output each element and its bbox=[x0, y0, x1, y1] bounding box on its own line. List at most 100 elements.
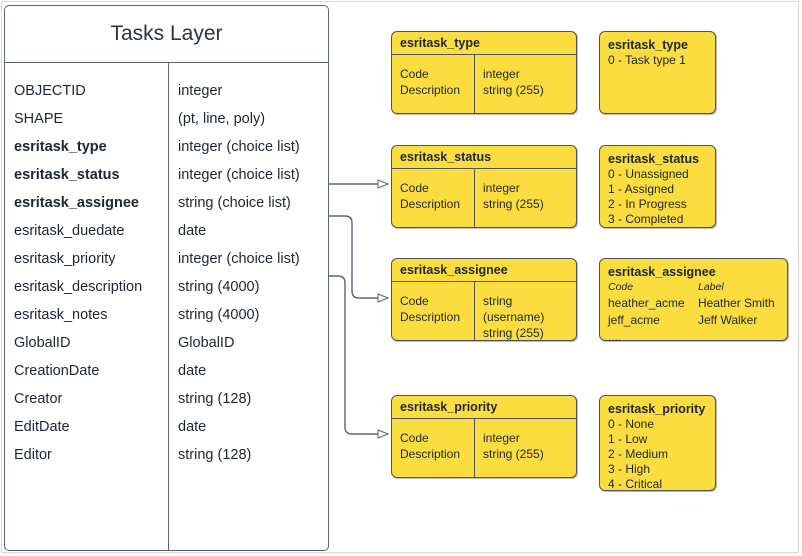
assignee-header-label: Label bbox=[698, 281, 724, 293]
field-name: CreationDate bbox=[14, 363, 100, 379]
field-row: esritask_description string (4000) bbox=[5, 273, 328, 301]
domain-table-divider bbox=[474, 169, 475, 227]
domain-value-item: 0 - Unassigned bbox=[608, 167, 689, 181]
domain-table-body: Code Description integer string (255) bbox=[392, 55, 576, 113]
domain-table-divider bbox=[474, 282, 475, 340]
field-name: Creator bbox=[14, 391, 63, 407]
domain-field-code: Code bbox=[400, 294, 429, 308]
domain-value-item: 0 - None bbox=[608, 417, 655, 431]
field-row: OBJECTID integer bbox=[5, 77, 328, 105]
domain-value-item: 1 - Low bbox=[608, 432, 648, 446]
field-type: string (4000) bbox=[178, 307, 260, 323]
domain-values-title: esritask_status bbox=[608, 152, 700, 166]
domain-type-code: integer bbox=[483, 181, 520, 195]
field-name: GlobalID bbox=[14, 335, 71, 351]
domain-field-description: Description bbox=[400, 447, 461, 461]
domain-field-description: Description bbox=[400, 83, 461, 97]
domain-field-description: Description bbox=[400, 197, 461, 211]
field-type: string (choice list) bbox=[178, 195, 291, 211]
domain-table-field-names: Code Description bbox=[400, 430, 460, 462]
field-type: integer bbox=[178, 83, 223, 99]
field-row: esritask_status integer (choice list) bbox=[5, 161, 328, 189]
domain-table-body: Code Description integer string (255) bbox=[392, 419, 576, 477]
field-row: esritask_priority integer (choice list) bbox=[5, 245, 328, 273]
domain-table-field-names: Code Description bbox=[400, 293, 460, 325]
domain-field-code: Code bbox=[400, 181, 429, 195]
domain-table-esritask-type: esritask_type Code Description integer s… bbox=[391, 31, 577, 114]
domain-type-description: string (255) bbox=[483, 326, 544, 340]
domain-value-item: 0 - Task type 1 bbox=[608, 53, 686, 67]
domain-table-divider bbox=[474, 419, 475, 477]
field-type: GlobalID bbox=[178, 335, 235, 351]
domain-field-code: Code bbox=[400, 67, 429, 81]
domain-field-code: Code bbox=[400, 431, 429, 445]
domain-value-item: 3 - Completed bbox=[608, 212, 684, 226]
field-row: esritask_type integer (choice list) bbox=[5, 133, 328, 161]
field-name: EditDate bbox=[14, 419, 70, 435]
domain-table-esritask-assignee: esritask_assignee Code Description strin… bbox=[391, 258, 577, 341]
domain-type-description: string (255) bbox=[483, 83, 544, 97]
field-type: integer (choice list) bbox=[178, 251, 300, 267]
field-name: esritask_description bbox=[14, 279, 143, 295]
domain-value-item: 3 - High bbox=[608, 462, 651, 476]
assignee-code-cell: heather_acme bbox=[608, 296, 685, 310]
field-type: (pt, line, poly) bbox=[178, 111, 266, 127]
domain-value-item: 2 - Medium bbox=[608, 447, 669, 461]
field-type: string (4000) bbox=[178, 279, 260, 295]
domain-field-description: Description bbox=[400, 310, 461, 324]
domain-values-esritask-type: esritask_type 0 - Task type 1 bbox=[599, 31, 716, 114]
domain-table-title: esritask_assignee bbox=[392, 259, 576, 282]
field-row: esritask_assignee string (choice list) bbox=[5, 189, 328, 217]
domain-values-title: esritask_assignee bbox=[608, 265, 716, 279]
assignee-label-cell: Jeff Walker bbox=[698, 313, 758, 327]
field-row: EditDate date bbox=[5, 413, 328, 441]
domain-type-description: string (255) bbox=[483, 447, 544, 461]
field-name: OBJECTID bbox=[14, 83, 86, 99]
field-name: esritask_type bbox=[14, 139, 107, 155]
assignee-label-cell bbox=[698, 329, 787, 346]
field-type: date bbox=[178, 419, 207, 435]
field-type: string (128) bbox=[178, 447, 252, 463]
tasks-layer-column-divider bbox=[168, 63, 169, 550]
assignee-code-cell: jeff_acme bbox=[608, 313, 660, 327]
field-type: integer (choice list) bbox=[178, 167, 300, 183]
domain-table-field-types: integer string (255) bbox=[483, 180, 544, 212]
domain-table-body: Code Description string (username) strin… bbox=[392, 282, 576, 340]
domain-value-item: 2 - In Progress bbox=[608, 197, 687, 211]
field-name: esritask_duedate bbox=[14, 223, 125, 239]
domain-values-esritask-assignee: esritask_assignee Code Label heather_acme H… bbox=[599, 258, 788, 344]
assignee-values-table: Code Label heather_acme Heather Smith jeff_a… bbox=[608, 280, 787, 346]
field-row: GlobalID GlobalID bbox=[5, 329, 328, 357]
domain-table-title: esritask_priority bbox=[392, 396, 576, 419]
field-row: SHAPE(pt, line, poly) bbox=[5, 105, 328, 133]
domain-type-code: integer bbox=[483, 67, 520, 81]
field-type: integer (choice list) bbox=[178, 139, 300, 155]
domain-values-list: 0 - Task type 1 bbox=[608, 53, 715, 68]
assignee-code-cell: .... bbox=[608, 330, 622, 344]
domain-table-esritask-status: esritask_status Code Description integer… bbox=[391, 145, 577, 228]
field-name: esritask_assignee bbox=[14, 195, 139, 211]
assignee-header-code: Code bbox=[608, 281, 634, 293]
assignee-label-cell: Heather Smith bbox=[698, 296, 775, 310]
domain-table-divider bbox=[474, 55, 475, 113]
field-name: esritask_priority bbox=[14, 251, 116, 267]
domain-table-field-types: integer string (255) bbox=[483, 66, 544, 98]
domain-type-code: integer bbox=[483, 431, 520, 445]
domain-values-title: esritask_priority bbox=[608, 402, 706, 416]
domain-table-field-types: integer string (255) bbox=[483, 430, 544, 462]
domain-value-item: 1 - Assigned bbox=[608, 182, 675, 196]
domain-values-title: esritask_type bbox=[608, 38, 688, 52]
field-name: esritask_notes bbox=[14, 307, 108, 323]
domain-table-field-types: string (username) string (255) bbox=[483, 293, 576, 341]
field-name: esritask_status bbox=[14, 167, 120, 183]
domain-table-title: esritask_status bbox=[392, 146, 576, 169]
